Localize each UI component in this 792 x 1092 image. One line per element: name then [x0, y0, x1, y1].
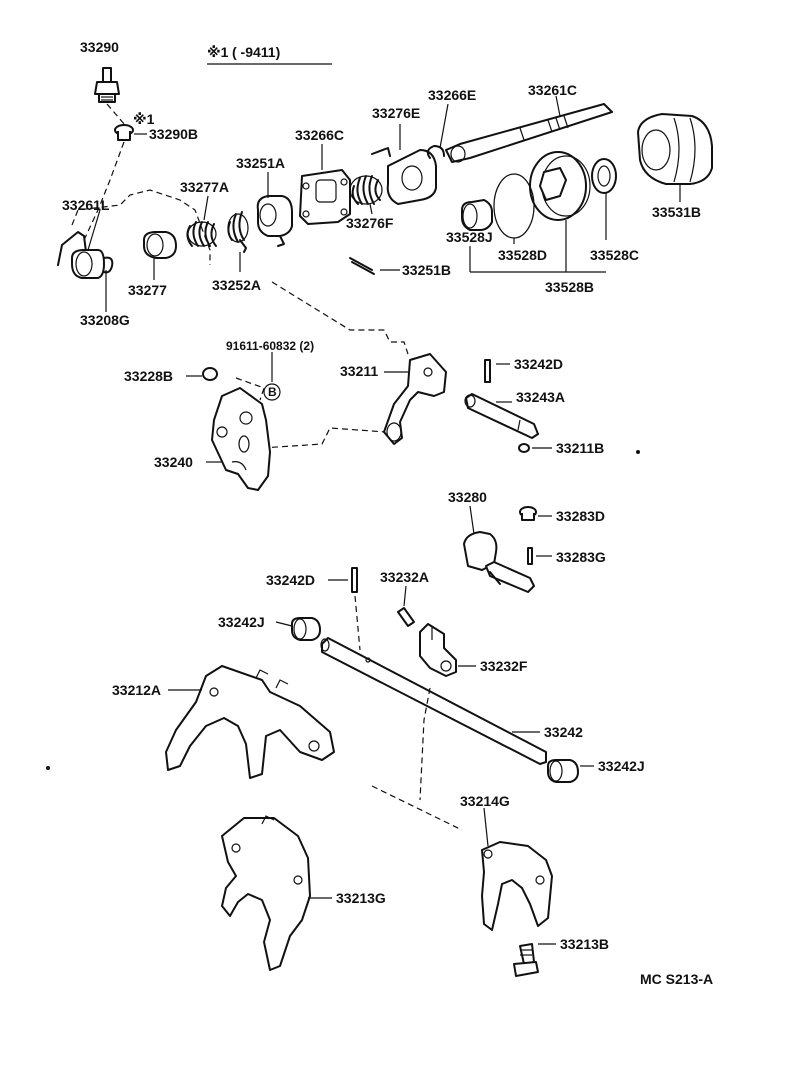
label-33242J-right: 33242J — [598, 758, 645, 774]
label-33242J-left: 33242J — [218, 614, 265, 630]
label-33528B: 33528B — [545, 279, 594, 295]
label-33277: 33277 — [128, 282, 167, 298]
label-33211: 33211 — [340, 363, 378, 379]
header-note-mark: ※1 — [207, 44, 229, 60]
part-33528B-gear — [529, 151, 591, 272]
label-33266E: 33266E — [428, 87, 476, 103]
part-33252A-spring — [227, 211, 249, 272]
label-33283D: 33283D — [556, 508, 605, 524]
assembly-line-lever — [261, 427, 387, 449]
label-note-mark: ※1 — [133, 111, 155, 127]
label-33214G: 33214G — [460, 793, 510, 809]
assembly-line-fork-h — [371, 785, 463, 831]
part-33242-shaft — [320, 637, 547, 765]
part-33277-bushing — [143, 231, 177, 280]
label-33283G: 33283G — [556, 549, 606, 565]
part-33211-lever — [383, 353, 447, 445]
part-33240-bracket — [206, 387, 271, 491]
label-91611: 91611-60832 (2) — [226, 339, 314, 353]
speck-mark-2 — [46, 766, 50, 770]
part-33232A-pin — [397, 585, 415, 627]
label-33290: 33290 — [80, 39, 119, 55]
part-33213G-fork — [221, 815, 332, 971]
assembly-line-fork-g — [419, 687, 431, 801]
label-33242D-top: 33242D — [514, 356, 563, 372]
part-33242D-pin-top — [484, 359, 510, 383]
part-91611-bolt: B — [263, 352, 281, 401]
label-33242: 33242 — [544, 724, 583, 740]
label-33242D-mid: 33242D — [266, 572, 315, 588]
label-33528C: 33528C — [590, 247, 639, 263]
part-33213B-bolt — [513, 943, 556, 977]
part-33251A-lever — [256, 172, 293, 247]
label-33208G: 33208G — [80, 312, 130, 328]
part-33528J-bushing — [461, 199, 493, 272]
part-33211B-ball — [518, 443, 552, 453]
part-33280-selector — [463, 505, 535, 593]
part-33242J-bushing-left — [275, 617, 321, 641]
label-33531B: 33531B — [652, 204, 701, 220]
label-33211B: 33211B — [556, 440, 604, 456]
part-33528C-ring — [591, 158, 617, 240]
label-33277A: 33277A — [180, 179, 229, 195]
label-33212A: 33212A — [112, 682, 161, 698]
label-33213B: 33213B — [560, 936, 609, 952]
speck-mark — [636, 450, 640, 454]
part-33283G-pin — [527, 547, 552, 565]
label-33228B: 33228B — [124, 368, 173, 384]
part-33276F-spring — [349, 175, 383, 215]
label-33232A: 33232A — [380, 569, 429, 585]
label-33266C: 33266C — [295, 127, 344, 143]
label-33251B: 33251B — [402, 262, 451, 278]
part-33242J-bushing-right — [547, 759, 594, 783]
part-33242D-pin-mid — [328, 567, 361, 651]
label-33251A: 33251A — [236, 155, 285, 171]
label-33261C: 33261C — [528, 82, 577, 98]
header-note: ※1 ( -9411) — [207, 44, 332, 65]
part-33276E-plate — [371, 124, 437, 205]
label-33240: 33240 — [154, 454, 193, 470]
assembly-line-mid — [271, 281, 409, 355]
part-33277A-spring — [186, 195, 217, 247]
label-33276E: 33276E — [372, 105, 420, 121]
part-33261L-bracket — [57, 209, 105, 279]
label-33213G: 33213G — [336, 890, 386, 906]
part-33261C-shaft — [445, 95, 613, 163]
label-33252A: 33252A — [212, 277, 261, 293]
part-33266E-ring — [426, 103, 449, 159]
assembly-line-switch — [83, 141, 125, 241]
part-33528D-disc — [493, 173, 535, 244]
part-33232F-lug — [419, 623, 476, 677]
part-33266C-block — [299, 144, 351, 225]
label-33232F: 33232F — [480, 658, 528, 674]
bolt-marker-b: B — [268, 385, 277, 399]
part-33228B-plug — [186, 367, 218, 381]
label-33290B: 33290B — [149, 126, 198, 142]
header-note-range: ( -9411) — [232, 44, 280, 60]
label-33280: 33280 — [448, 489, 487, 505]
part-33283D-bolt — [519, 506, 552, 521]
part-33243A-shaft — [464, 393, 539, 439]
label-33276F: 33276F — [346, 215, 394, 231]
part-33531B-boot — [637, 113, 713, 202]
part-33212A-fork — [165, 665, 335, 779]
label-33528D: 33528D — [498, 247, 547, 263]
footer-code: MC S213-A — [640, 971, 713, 987]
part-33251B-pin — [349, 257, 400, 275]
part-33208G-clip — [103, 256, 114, 312]
label-33243A: 33243A — [516, 389, 565, 405]
part-33214G-fork — [481, 807, 553, 931]
part-33290B-plug — [114, 124, 147, 141]
label-33528J: 33528J — [446, 229, 493, 245]
label-33261L: 33261L — [62, 197, 110, 213]
part-33290-switch — [94, 67, 126, 126]
